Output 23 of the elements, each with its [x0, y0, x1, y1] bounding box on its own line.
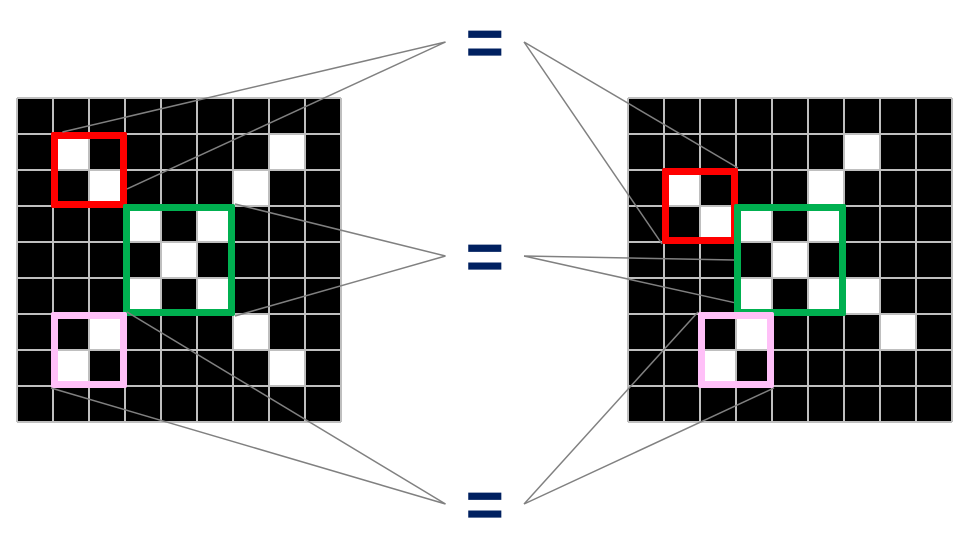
projection-line	[126, 311, 446, 505]
highlight-frame	[734, 204, 846, 316]
projection-line	[524, 387, 774, 505]
pixel-grid	[16, 97, 342, 423]
highlight-frame	[123, 204, 235, 316]
highlight-frame	[51, 312, 127, 388]
highlight-frame	[51, 132, 127, 208]
equals-sign: =	[446, 478, 524, 530]
projection-line	[50, 387, 446, 505]
projection-line	[523, 42, 663, 244]
highlight-frame	[662, 168, 738, 244]
projection-line	[126, 41, 446, 190]
projection-line	[234, 203, 446, 257]
projection-line	[524, 41, 738, 169]
projection-line	[524, 255, 734, 304]
equals-sign: =	[446, 16, 524, 68]
projection-line	[234, 255, 446, 317]
equals-sign: =	[446, 230, 524, 282]
projection-line	[523, 312, 699, 504]
projection-line	[62, 41, 446, 133]
pixel-grid	[627, 97, 953, 423]
projection-line	[524, 255, 734, 261]
highlight-frame	[698, 312, 774, 388]
